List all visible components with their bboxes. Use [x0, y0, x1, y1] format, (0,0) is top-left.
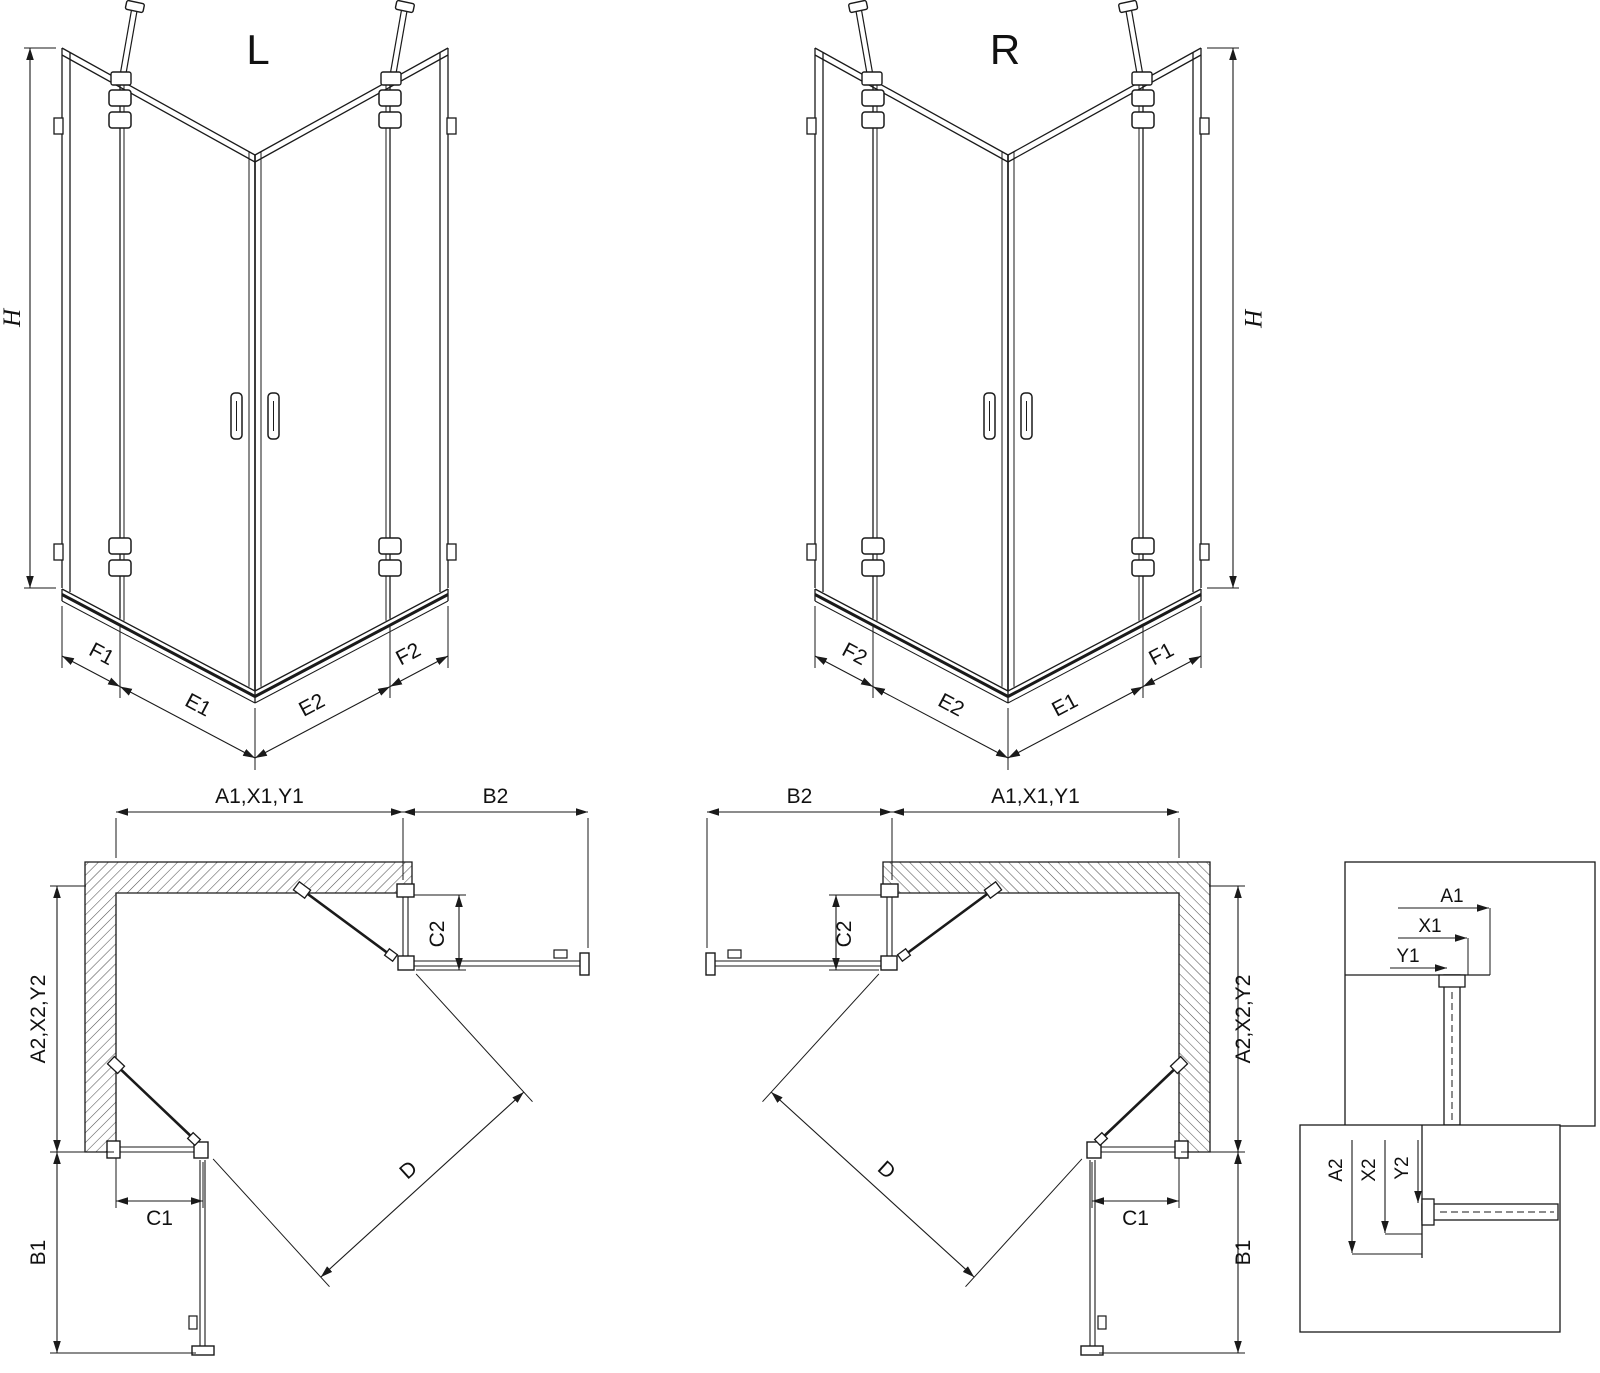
dim-label-e1-right: E1: [1048, 689, 1081, 721]
dim-label-h-right: H: [1239, 308, 1266, 329]
plan-view-left: A1,X1,Y1 B2 C2 A2,X2,Y2 C1 B1 D: [27, 785, 589, 1355]
plan-linework-left: [50, 812, 589, 1355]
detail-label-a2: A2: [1326, 1158, 1347, 1181]
detail-wall-profile-horizontal: A1 X1 Y1: [1344, 861, 1596, 1127]
dim-label-e2-right: E2: [934, 689, 967, 721]
dim-label-f1-left: F1: [85, 638, 117, 670]
detail-wall-profile-vertical: A2 X2 Y2: [1299, 1124, 1561, 1333]
dim-label-e2-left: E2: [295, 689, 328, 721]
dim-label-c1-right: C1: [1122, 1207, 1149, 1230]
plan-linework-right: [706, 812, 1245, 1355]
dim-label-c2-left: C2: [426, 921, 449, 948]
dim-label-f2-right: F2: [838, 638, 870, 670]
dim-label-f1-right: F1: [1145, 638, 1177, 670]
dim-label-b2-right: B2: [787, 785, 813, 808]
dim-label-b1-left: B1: [27, 1240, 50, 1266]
dim-label-h-left: H: [0, 307, 26, 328]
perspective-view-left: L H F1 E1 E2 F2: [0, 0, 456, 770]
dim-label-a1x1y1-right: A1,X1,Y1: [991, 785, 1080, 808]
dim-label-c1-left: C1: [146, 1207, 173, 1230]
view-title-l: L: [246, 26, 269, 73]
detail-label-x2: X2: [1359, 1158, 1380, 1181]
dim-label-a2x2y2-right: A2,X2,Y2: [1232, 975, 1255, 1064]
dim-label-e1-left: E1: [181, 689, 214, 721]
detail-label-y1: Y1: [1396, 946, 1419, 967]
dim-label-a2x2y2-left: A2,X2,Y2: [27, 975, 50, 1064]
dim-label-a1x1y1-left: A1,X1,Y1: [215, 785, 304, 808]
dim-label-d-left: D: [395, 1157, 422, 1184]
dim-label-d-right: D: [873, 1157, 900, 1184]
dim-label-f2-left: F2: [392, 638, 424, 670]
perspective-view-right: R H F2 E2 E1 F1: [807, 0, 1266, 770]
plan-view-right: B2 A1,X1,Y1 C2 A2,X2,Y2 C1 B1 D: [706, 785, 1255, 1355]
detail-label-x1: X1: [1418, 916, 1441, 937]
dim-label-c2-right: C2: [833, 921, 856, 948]
detail-label-a1: A1: [1440, 886, 1463, 907]
dim-label-b2-left: B2: [483, 785, 509, 808]
detail-label-y2: Y2: [1392, 1156, 1413, 1179]
dim-label-b1-right: B1: [1232, 1240, 1255, 1266]
view-title-r: R: [990, 26, 1020, 73]
